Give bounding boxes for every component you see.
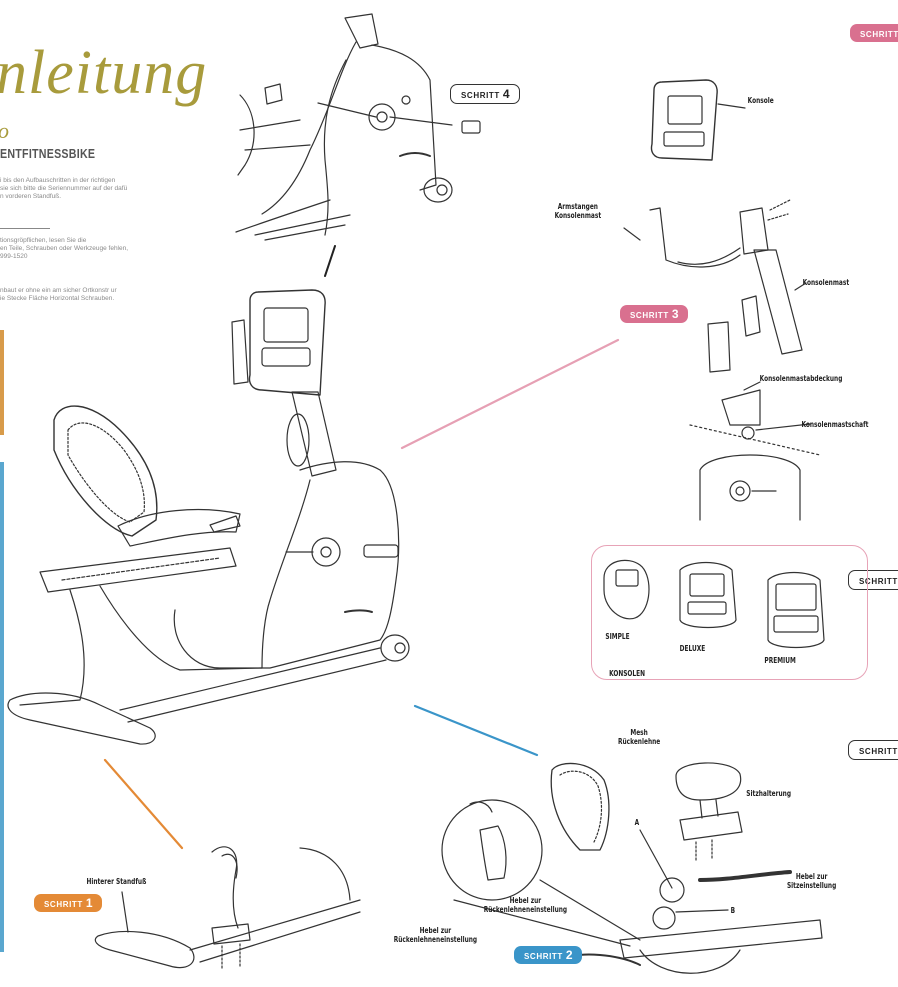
label-b: B — [730, 906, 736, 915]
label-premium: PREMIUM — [764, 656, 796, 665]
label-deluxe: DELUXE — [679, 644, 706, 653]
step-badge-text: SCHRITT — [461, 91, 500, 100]
intro-paragraph: i bis den Aufbauschritten in der richtig… — [0, 177, 127, 202]
label-standfuss: Hinterer Standfuß — [86, 877, 147, 886]
subtitle: ENTFITNESSBIKE — [0, 146, 96, 161]
label-armstangen: Armstangen Konsolenmast — [554, 202, 602, 220]
label-a: A — [634, 818, 640, 827]
connector-step1 — [103, 758, 184, 850]
connector-step3 — [400, 338, 620, 450]
intro-line: n vorderen Standfuß. — [0, 193, 62, 201]
intro-line: i bis den Aufbauschritten in der richtig… — [0, 177, 116, 184]
step-badge-text: SCHRITT — [44, 900, 83, 909]
note-line: 999-1520 — [0, 253, 28, 261]
konsolen-caption: KONSOLEN — [609, 669, 646, 678]
step1-exploded — [94, 846, 361, 971]
warning-line: ie Stecke Fläche Horizontal Schrauben. — [0, 295, 115, 303]
label-simple: SIMPLE — [605, 632, 630, 641]
step-badge-text: SCHRITT — [859, 747, 898, 756]
label-abdeckung: Konsolenmastabdeckung — [759, 374, 843, 383]
warning-line: nbaut er ohne ein am sicher Ortkonstr ur — [0, 287, 117, 294]
label-hebel-sitz: Hebel zur Sitzeinstellung — [786, 872, 837, 890]
step-badge-number: 4 — [502, 87, 511, 101]
connector-step4 — [324, 245, 336, 277]
note-line: en Teile, Schrauben oder Werkzeuge fehle… — [0, 245, 129, 253]
recumbent-bike-drawing — [7, 289, 410, 745]
intro-line: sie sich bitte die Seriennummer auf der … — [0, 185, 128, 193]
section-tab-orange — [0, 330, 4, 435]
step-badge-number: 1 — [85, 896, 94, 910]
label-konsole: Konsole — [747, 96, 774, 105]
konsolen-variants — [603, 559, 825, 649]
step4-detail — [235, 13, 481, 241]
model-number: o — [0, 118, 9, 144]
step-badge-text: SCHRITT — [630, 311, 669, 320]
divider — [0, 228, 50, 229]
step-badge-5: SCHRITT5 — [848, 740, 898, 760]
note-line: tionsgröpflichen, lesen Sie die — [0, 237, 87, 244]
note-paragraph: tionsgröpflichen, lesen Sie die en Teile… — [0, 237, 128, 262]
page-title: nleitung — [0, 39, 208, 107]
step-badge-number: 2 — [565, 948, 574, 962]
label-schaft: Konsolenmastschaft — [801, 420, 869, 429]
step-badge-text: SCHRITT — [859, 577, 898, 586]
step-badge-text: SCHRITT — [860, 30, 898, 39]
label-sitzhalterung: Sitzhalterung — [746, 789, 792, 798]
label-mesh: Mesh Rückenlehne — [617, 728, 661, 746]
step-badge-text: SCHRITT — [524, 952, 563, 961]
section-tab-blue — [0, 462, 4, 952]
label-konsolenmast: Konsolenmast — [802, 278, 850, 287]
konsolen-box — [591, 545, 868, 680]
connector-step2 — [413, 704, 539, 757]
label-hebel-ruecken-2: Hebel zur Rückenlehneneinstellung — [393, 926, 478, 944]
label-hebel-ruecken-1: Hebel zur Rückenlehneneinstellung — [483, 896, 568, 914]
step-badge-number: 3 — [671, 307, 680, 321]
warning-paragraph: nbaut er ohne ein am sicher Ortkonstr ur… — [0, 287, 117, 303]
step3-exploded — [623, 79, 821, 521]
